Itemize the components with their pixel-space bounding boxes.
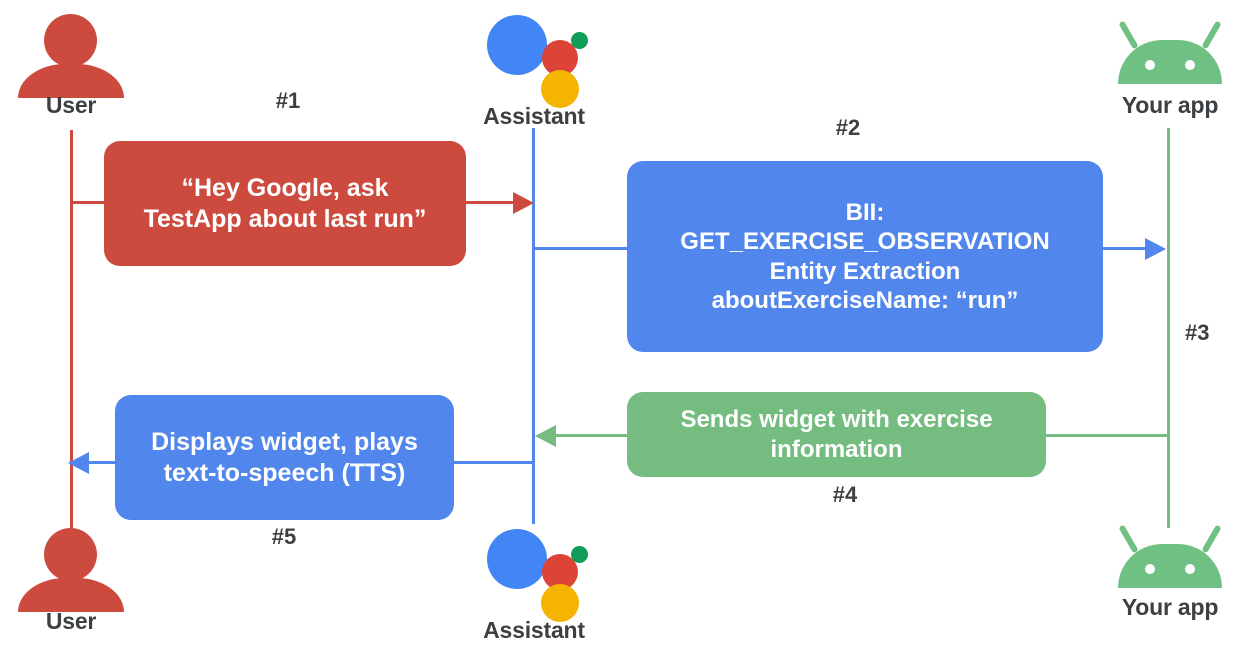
- lifeline-your-app: [1167, 128, 1170, 528]
- arrow-line-assistant-to-user: [88, 461, 120, 464]
- android-robot-icon: [1118, 522, 1222, 588]
- arrow-line-app-to-assistant: [556, 434, 631, 437]
- actor-label-user-bottom: User: [45, 608, 97, 634]
- android-robot-icon: [1118, 18, 1222, 84]
- actor-label-assistant-bottom: Assistant: [483, 617, 585, 643]
- arrow-line-user-to-assistant: [466, 201, 519, 204]
- user-icon: [18, 528, 124, 612]
- step-label-2: #2: [835, 115, 861, 140]
- actor-label-your-app-top: Your app: [1121, 92, 1219, 118]
- message-box-5: Displays widget, plays text-to-speech (T…: [115, 395, 454, 520]
- actor-label-assistant-top: Assistant: [483, 103, 585, 129]
- message-box-1: “Hey Google, ask TestApp about last run”: [104, 141, 466, 266]
- step-label-5: #5: [271, 524, 297, 549]
- message-5-line-2: text-to-speech (TTS): [163, 458, 406, 487]
- step-label-1: #1: [275, 88, 301, 113]
- message-4-line-1: Sends widget with exercise: [680, 406, 993, 434]
- message-1-line-2: TestApp about last run”: [143, 204, 427, 233]
- message-2-line-2: GET_EXERCISE_OBSERVATION: [680, 228, 1050, 256]
- message-box-2: BII: GET_EXERCISE_OBSERVATION Entity Ext…: [627, 161, 1103, 352]
- connector-user-to-message-1: [71, 201, 111, 204]
- arrow-head-assistant-to-app: [1145, 238, 1166, 260]
- lifeline-user: [70, 130, 73, 530]
- arrow-head-user-to-assistant: [513, 192, 534, 214]
- user-icon: [18, 14, 124, 98]
- arrow-line-assistant-to-app: [1100, 247, 1150, 250]
- step-label-4: #4: [832, 482, 858, 507]
- message-2-line-3: Entity Extraction: [769, 257, 961, 285]
- message-5-line-1: Displays widget, plays: [151, 428, 418, 456]
- connector-assistant-to-message-5: [452, 461, 534, 464]
- message-2-line-4: aboutExerciseName: “run”: [711, 286, 1019, 314]
- arrow-head-assistant-to-user: [68, 452, 89, 474]
- arrow-head-app-to-assistant: [535, 425, 556, 447]
- actor-label-user-top: User: [45, 92, 97, 118]
- step-label-3: #3: [1185, 320, 1210, 345]
- message-4-line-2: information: [770, 435, 903, 463]
- connector-app-to-message-4: [1044, 434, 1170, 437]
- lifeline-assistant: [532, 128, 535, 524]
- google-assistant-icon: [487, 524, 588, 622]
- actor-label-your-app-bottom: Your app: [1121, 594, 1219, 620]
- connector-assistant-to-message-2: [533, 247, 631, 250]
- message-box-4: Sends widget with exercise information: [627, 392, 1046, 477]
- message-2-line-1: BII:: [845, 198, 885, 226]
- message-1-line-1: “Hey Google, ask: [181, 174, 389, 202]
- google-assistant-icon: [487, 10, 588, 108]
